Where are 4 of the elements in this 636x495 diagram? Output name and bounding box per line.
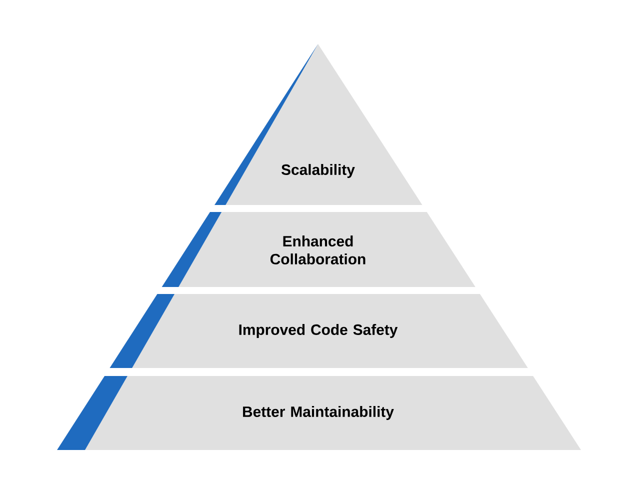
pyramid-level: Scalability bbox=[214, 44, 422, 205]
pyramid-level: Better Maintainability bbox=[57, 376, 581, 450]
pyramid-level: Enhanced Collaboration bbox=[162, 212, 476, 287]
pyramid-level: Improved Code Safety bbox=[110, 294, 528, 368]
